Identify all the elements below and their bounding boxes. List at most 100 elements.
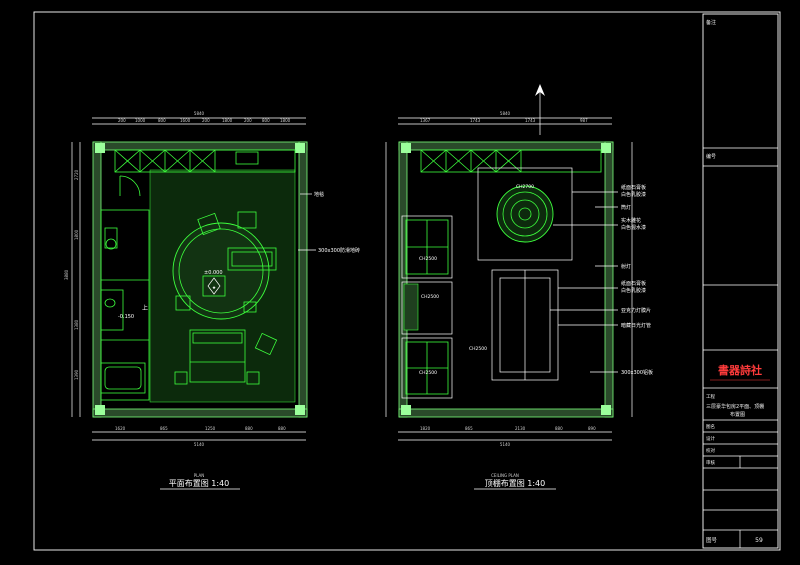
toilet-bowl-icon [105, 238, 117, 250]
floor-plan: 5840 200 1000 800 1600 200 1800 200 800 … [64, 111, 360, 490]
column [601, 143, 611, 153]
column [295, 143, 305, 153]
bathtub-icon [100, 362, 146, 394]
top-cabinet [114, 149, 296, 173]
cabinet-x [189, 149, 216, 173]
column [95, 405, 105, 415]
dim-label: 2720 [74, 169, 79, 180]
wall-left [92, 141, 102, 418]
ceiling-height-label: CH2700 [516, 184, 534, 190]
sofa [227, 247, 277, 271]
column [401, 405, 411, 415]
project-label: 工程 [706, 393, 715, 400]
wall-right [298, 141, 308, 418]
dim-label: 1250 [205, 426, 216, 431]
level-mark-bath: -0.150 [118, 314, 134, 320]
approve-label: 审核 [706, 459, 715, 466]
armchair-icon [197, 212, 221, 236]
note: 纸面石膏板 [621, 280, 646, 287]
designer-label: 设计 [706, 435, 715, 442]
bath-ceiling [401, 337, 453, 399]
column [401, 143, 411, 153]
dim-label: 200 [202, 118, 210, 123]
armchair-icon [237, 211, 257, 229]
side-table [243, 301, 257, 313]
dim-label: 1367 [420, 118, 431, 123]
label-tile: 300x300防滑地砖 [318, 247, 360, 254]
carved-wood-medallion [496, 185, 554, 243]
hatch-area [403, 283, 419, 331]
door-swing [119, 175, 141, 197]
dim-label: 1800 [280, 118, 291, 123]
vanity-counter [100, 289, 124, 331]
note: 暗藏日光灯管 [621, 322, 651, 329]
medallion-ring [502, 191, 548, 237]
wall-right [604, 141, 614, 418]
remarks-label: 备注 [706, 19, 716, 26]
armchair-icon [254, 332, 278, 356]
dim-label: 200 [118, 118, 126, 123]
dim-label: 1800 [222, 118, 233, 123]
ceiling-height-label: CH2500 [421, 294, 439, 300]
dim-label: 200 [244, 118, 252, 123]
compass-diamond-icon [207, 277, 221, 295]
wall-top [92, 141, 308, 151]
ceiling-plan: 5840 1367 1743 1743 987 [385, 84, 653, 490]
dim-label: 880 [245, 426, 253, 431]
cabinet-x [114, 149, 141, 173]
number-label: 图号 [706, 536, 718, 544]
note: 射灯 [621, 263, 631, 270]
dim-label: 800 [262, 118, 270, 123]
note: 纸面石膏板 [621, 184, 646, 191]
ceiling-recess [477, 167, 573, 261]
column [95, 143, 105, 153]
note: 白色混水漆 [621, 224, 646, 231]
top-dimension-labels: 200 1000 800 1600 200 1800 200 800 1800 [118, 118, 291, 123]
brand-logo: 書器詩社 [718, 363, 762, 377]
compass-label: ★ [212, 285, 216, 291]
plan-title: 顶棚布置图 1:40 [485, 478, 546, 488]
cabinet-x [139, 149, 166, 173]
title-block: 备注 编号 書器詩社 工程 三层豪华包房2平面、顶棚 布置图 图名 设计 校对 … [702, 13, 779, 549]
cabinet-x [470, 149, 497, 173]
outer-border [33, 11, 781, 551]
dim-label: 1800 [74, 229, 79, 240]
left-total-dimension: 3880 [64, 269, 69, 280]
dim-label: 865 [160, 426, 168, 431]
dim-label: 1820 [420, 426, 431, 431]
cabinet-x [445, 149, 472, 173]
bath-ceiling [401, 215, 453, 279]
bottom-total-dimension: 5140 [500, 442, 511, 447]
nightstand [246, 371, 260, 385]
note-label: 编号 [706, 153, 716, 160]
north-arrow-icon [535, 84, 545, 96]
note: 白色乳胶漆 [621, 287, 646, 294]
cabinet-x [420, 149, 447, 173]
toilet-icon [104, 227, 118, 249]
drawing-label: 图名 [706, 423, 715, 430]
ceiling-height-label: CH2500 [419, 370, 437, 376]
title-block-frame [702, 13, 779, 549]
top-total-dimension: 5840 [194, 111, 205, 116]
nightstand [174, 371, 188, 385]
plan-subtitle: PLAN [194, 473, 204, 478]
side-table [175, 295, 191, 311]
coffee-table [202, 275, 226, 297]
dim-label: 865 [465, 426, 473, 431]
plan-subtitle: CEILING PLAN [491, 473, 519, 478]
dim-label: 1600 [180, 118, 191, 123]
wall-bottom [92, 408, 308, 418]
dim-label: 880 [278, 426, 286, 431]
label-up: 上 [142, 304, 148, 312]
round-platform [172, 222, 270, 320]
note: 筒灯 [621, 204, 631, 211]
dim-label: 880 [555, 426, 563, 431]
dim-label: 1743 [525, 118, 536, 123]
round-platform-inner [178, 228, 264, 314]
ceiling-height-label: CH2500 [469, 346, 487, 352]
dim-label: 1743 [470, 118, 481, 123]
label-floor-drain: 地毯 [314, 191, 324, 198]
note: 白色乳胶漆 [621, 191, 646, 198]
dim-label: 2130 [515, 426, 526, 431]
column [295, 405, 305, 415]
